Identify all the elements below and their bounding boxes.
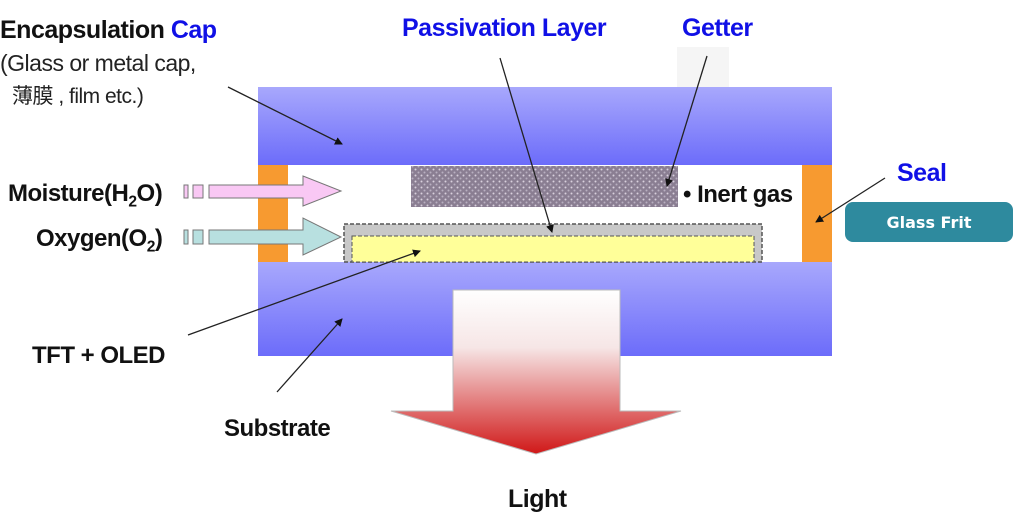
tft-oled-layer (351, 235, 755, 263)
light-label: Light (508, 485, 567, 513)
passivation-layer-label: Passivation Layer (402, 14, 607, 42)
moisture-suffix: O) (136, 180, 163, 207)
seal-right (802, 165, 832, 262)
moisture-label: Moisture(H2O) (8, 180, 163, 211)
glass-frit-badge: Glass Frit (845, 202, 1013, 242)
passivation-leader (499, 57, 554, 233)
oxygen-arrow (183, 217, 343, 256)
seal-left (258, 165, 288, 262)
cap-leader (227, 86, 343, 145)
moisture-sub: 2 (128, 193, 137, 211)
tft-oled-label: TFT + OLED (32, 342, 166, 369)
getter-leader (665, 55, 708, 187)
oxygen-sub: 2 (146, 238, 156, 256)
oxygen-label: Oxygen(O2) (36, 225, 163, 256)
getter (411, 166, 678, 207)
encapsulation-note-1: (Glass or metal cap, (0, 50, 196, 76)
cap-label-text: Cap (170, 16, 217, 44)
encapsulation-note-2: 薄膜 , film etc.) (12, 85, 144, 108)
substrate-leader (276, 318, 343, 393)
encapsulation-cap (258, 87, 832, 165)
inert-gas-label: • Inert gas (683, 181, 793, 208)
light-arrow (390, 289, 682, 455)
encapsulation-label-text: Encapsulation (0, 16, 171, 44)
substrate-label: Substrate (224, 415, 331, 442)
moisture-prefix: Moisture(H (8, 180, 129, 207)
tft-oled-leader (187, 249, 421, 336)
getter-label: Getter (682, 14, 753, 42)
oxygen-prefix: Oxygen(O (36, 225, 147, 252)
moisture-arrow (183, 175, 343, 207)
seal-leader (815, 177, 886, 223)
encapsulation-cap-label: Encapsulation Cap (0, 16, 217, 45)
oxygen-suffix: ) (154, 225, 163, 252)
seal-label: Seal (897, 159, 947, 187)
